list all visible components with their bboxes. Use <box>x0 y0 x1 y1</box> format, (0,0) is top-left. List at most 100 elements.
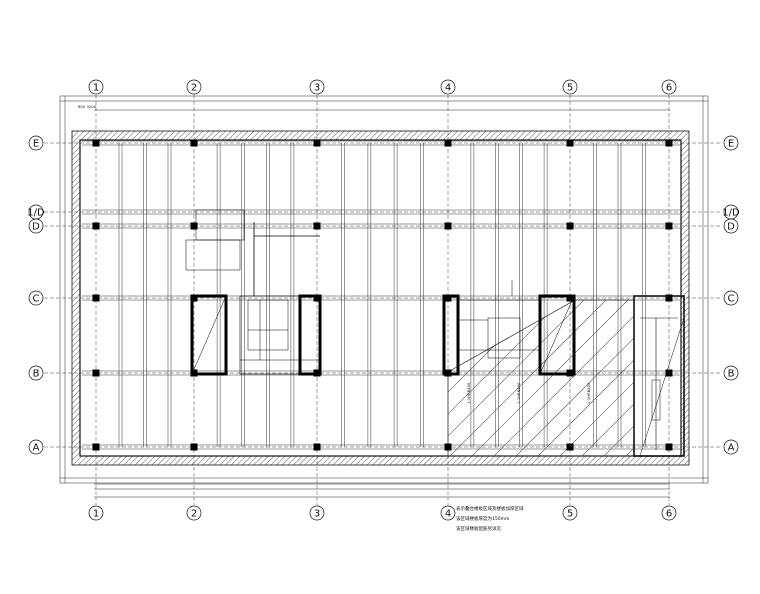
axis-bubble-top-3-label: 3 <box>314 83 320 94</box>
column <box>665 294 673 302</box>
column <box>566 222 574 230</box>
axis-bubble-top-4-label: 4 <box>445 83 451 94</box>
column <box>444 294 452 302</box>
dimension-frames <box>59 95 709 498</box>
hatch-line <box>511 300 634 456</box>
column <box>665 222 673 230</box>
axis-bubble-top-4-circle <box>440 79 456 95</box>
axis-bubble-bottom-5-label: 5 <box>567 509 573 520</box>
secondary-beams <box>82 140 680 450</box>
column <box>313 294 321 302</box>
axis-bubble-right-3-circle <box>723 290 739 306</box>
column <box>665 443 673 451</box>
axis-bubble-right-2-circle <box>723 218 739 234</box>
axis-bubble-bottom-6-label: 6 <box>666 509 672 520</box>
axis-bubble-bottom-1-label: 1 <box>93 509 99 520</box>
axis-bubble-bottom-4-circle <box>440 505 456 521</box>
hatch-line <box>754 280 760 460</box>
axis-bubble-right-1-label: 1/D <box>722 208 740 219</box>
axis-bubble-top-5-label: 5 <box>567 83 573 94</box>
column <box>313 222 321 230</box>
slab-annotations: 1:1HRB400 1:1HRB400 1:1HRB400 <box>466 382 591 404</box>
annotation-3: 1:1HRB400 <box>586 382 591 404</box>
column <box>313 443 321 451</box>
axis-bubble-right-5-label: A <box>728 443 735 454</box>
axis-bubble-bottom-2-circle <box>186 505 202 521</box>
axis-bubble-right-0-label: E <box>728 139 734 150</box>
axis-bubble-bottom-5-circle <box>562 505 578 521</box>
axis-bubble-left-4-label: B <box>33 369 40 380</box>
axis-bubble-right-2-label: D <box>727 222 735 233</box>
axis-bubble-left-3-label: C <box>33 294 40 305</box>
column <box>92 139 100 147</box>
column <box>313 369 321 377</box>
hatch-line <box>448 300 627 456</box>
column <box>444 222 452 230</box>
column <box>92 369 100 377</box>
core-walls-left <box>185 209 322 376</box>
column <box>566 443 574 451</box>
axis-bubble-right-5-circle <box>723 439 739 455</box>
hatch-line <box>555 300 634 456</box>
column <box>190 139 198 147</box>
axis-bubble-top-6-label: 6 <box>666 83 672 94</box>
hatch-line <box>688 280 760 460</box>
stair-shaft <box>633 295 685 457</box>
axis-bubble-right-3-label: C <box>728 294 735 305</box>
note-line-2: 该区域楼板厚度为150mm <box>456 515 509 522</box>
note-line-3: 该区域楼板配筋另详见 <box>456 525 501 532</box>
columns <box>92 139 673 451</box>
hatch-line <box>467 300 634 456</box>
axis-bubble-left-4-circle <box>28 365 44 381</box>
note-line-1: 表示叠合楼板区域及楼板加厚区域 <box>456 505 524 512</box>
axis-bubble-top-2-label: 2 <box>191 83 197 94</box>
hatch-line <box>599 300 634 456</box>
notes: 表示叠合楼板区域及楼板加厚区域 该区域楼板厚度为150mm 该区域楼板配筋另详见 <box>456 505 524 532</box>
axis-bubble-left-5-label: A <box>33 443 40 454</box>
axis-bubble-bottom-4-label: 4 <box>445 509 451 520</box>
column <box>665 139 673 147</box>
axis-bubble-left-1-label: 1/D <box>27 208 45 219</box>
axis-bubble-bottom-3-circle <box>309 505 325 521</box>
axis-bubble-top-3-circle <box>309 79 325 95</box>
top-dimension-label: 800 3200 <box>78 104 97 109</box>
column <box>313 139 321 147</box>
annotation-1: 1:1HRB400 <box>466 382 471 404</box>
axis-bubble-left-5-circle <box>28 439 44 455</box>
axis-bubble-bottom-1-circle <box>88 505 104 521</box>
column <box>444 443 452 451</box>
axis-bubble-top-1-circle <box>88 79 104 95</box>
axis-bubble-top-6-circle <box>661 79 677 95</box>
hatch-line <box>489 300 634 456</box>
column <box>566 294 574 302</box>
axis-bubble-left-2-circle <box>28 218 44 234</box>
axis-bubble-right-4-label: B <box>728 369 735 380</box>
axis-bubble-bottom-6-circle <box>661 505 677 521</box>
column <box>92 443 100 451</box>
axis-bubble-left-2-label: D <box>32 222 40 233</box>
axis-bubble-top-2-circle <box>186 79 202 95</box>
axis-bubble-bottom-3-label: 3 <box>314 509 320 520</box>
hatch-line <box>577 300 634 456</box>
column <box>92 222 100 230</box>
axis-bubble-right-0-circle <box>723 135 739 151</box>
annotation-2: 1:1HRB400 <box>516 382 521 404</box>
hatch-line <box>533 300 634 456</box>
axis-bubble-top-5-circle <box>562 79 578 95</box>
column <box>190 443 198 451</box>
axis-bubble-left-0-circle <box>28 135 44 151</box>
column <box>190 294 198 302</box>
axis-bubble-top-1-label: 1 <box>93 83 99 94</box>
column <box>444 139 452 147</box>
column <box>566 369 574 377</box>
axis-bubble-left-0-label: E <box>33 139 39 150</box>
column <box>190 222 198 230</box>
column <box>92 294 100 302</box>
column <box>190 369 198 377</box>
column <box>566 139 574 147</box>
column <box>444 369 452 377</box>
column <box>665 369 673 377</box>
axis-bubble-left-3-circle <box>28 290 44 306</box>
